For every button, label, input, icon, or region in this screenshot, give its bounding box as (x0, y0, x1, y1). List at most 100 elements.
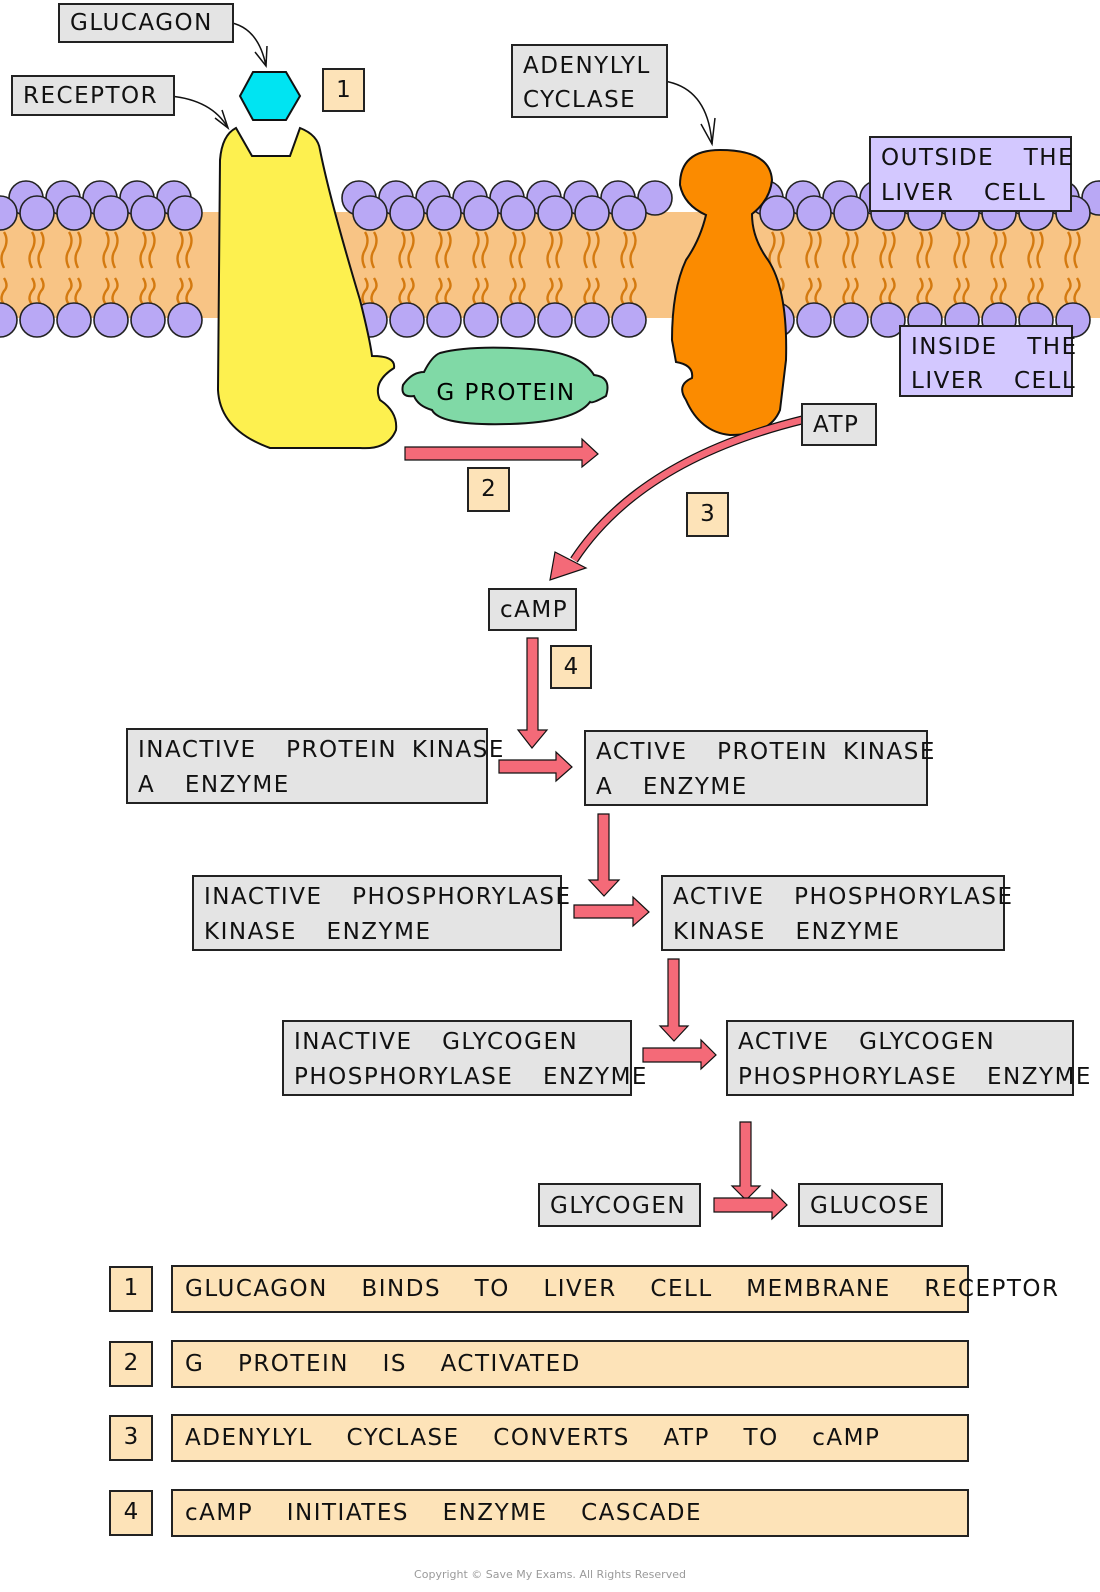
lipid-tail (879, 277, 887, 305)
phospholipid-head (611, 195, 647, 231)
lipid-tail (444, 277, 452, 305)
lipid-tail (518, 277, 526, 305)
lipid-tail (879, 231, 887, 269)
phospholipid-head (426, 195, 462, 231)
lipid-tail (842, 231, 850, 269)
lipid-tail (509, 277, 517, 305)
lipid-tail (185, 277, 193, 305)
glucagon-pointer-head (254, 45, 268, 69)
phospholipid-head (537, 302, 573, 338)
lipid-tail (546, 231, 554, 269)
lipid-tail (111, 277, 119, 305)
lipid-tail (555, 231, 563, 269)
lipid-tail (888, 231, 896, 269)
glucagon-label: GLUCAGON (58, 3, 234, 43)
lipid-tails (0, 231, 1081, 305)
lipid-tail (148, 231, 156, 269)
lipid-tail (509, 231, 517, 269)
lipid-tail (814, 231, 822, 269)
lipid-tail (1027, 277, 1035, 305)
lipid-tail (176, 231, 184, 269)
receptor-pointer (169, 95, 229, 129)
lipid-tail (0, 277, 8, 305)
lipid-tail (916, 277, 924, 305)
lipid-tail (74, 277, 82, 305)
phospholipid-head (0, 302, 18, 338)
inactive-phosphorylase-kinase: INACTIVE PHOSPHORYLASE KINASE ENZYME (192, 875, 570, 951)
phospholipid-head (167, 302, 203, 338)
lipid-tail (805, 277, 813, 305)
step-marker-2: 2 (467, 467, 510, 512)
lipid-tail (37, 277, 45, 305)
cascade-arrows (498, 637, 788, 1221)
phospholipid-head (611, 302, 647, 338)
lipid-tail (398, 277, 406, 305)
atp-to-camp-arrowhead (549, 551, 588, 581)
camp-label: cAMP (488, 588, 577, 631)
lipid-tail (916, 231, 924, 269)
phospholipid-head (796, 195, 832, 231)
lipid-tail (925, 231, 933, 269)
lipid-tail (953, 277, 961, 305)
active-phosphorylase-kinase: ACTIVE PHOSPHORYLASE KINASE ENZYME (661, 875, 1012, 951)
lipid-tail (472, 231, 480, 269)
lipid-tail (398, 231, 406, 269)
lipid-tail (444, 231, 452, 269)
lipid-tail (1064, 277, 1072, 305)
lipid-tail (435, 231, 443, 269)
phospholipid-head (56, 302, 92, 338)
phospholipid-head (574, 195, 610, 231)
adenylyl-pointer (663, 80, 713, 145)
phk-activation-arrow (573, 895, 650, 928)
lipid-tail (592, 277, 600, 305)
lipid-tail (583, 277, 591, 305)
pka-activation-arrow (498, 750, 573, 783)
lipid-tail (435, 277, 443, 305)
adenylyl-cyclase-enzyme (670, 148, 788, 437)
phospholipid-head (463, 195, 499, 231)
lipid-tail (805, 231, 813, 269)
legend-step-number: 2 (109, 1341, 153, 1387)
lipid-tail (583, 231, 591, 269)
lipid-tail (472, 277, 480, 305)
lipid-tail (139, 231, 147, 269)
lipid-tail (546, 277, 554, 305)
receptor-pointer-head (214, 109, 230, 131)
adenylyl-pointer-head (700, 117, 716, 147)
lipid-tail (370, 277, 378, 305)
lipid-tail (620, 231, 628, 269)
lipid-tail (481, 231, 489, 269)
lipid-tail (65, 277, 73, 305)
atp-label: ATP (801, 403, 877, 446)
lipid-tail (925, 277, 933, 305)
lipid-tail (407, 231, 415, 269)
legend-step-text: ADENYLYL CYCLASE CONVERTS ATP TO cAMP (171, 1414, 969, 1462)
phospholipid-head (500, 302, 536, 338)
step-marker-4: 4 (550, 645, 592, 689)
lipid-tail (370, 231, 378, 269)
lipid-tail (481, 277, 489, 305)
phospholipid-head (130, 195, 166, 231)
step-marker-3: 3 (686, 492, 729, 537)
lipid-tail (1073, 231, 1081, 269)
lipid-tail (28, 231, 36, 269)
phospholipid-head (426, 302, 462, 338)
phospholipid-head (463, 302, 499, 338)
lipid-tail (620, 277, 628, 305)
lipid-tail (555, 277, 563, 305)
legend-step-number: 1 (109, 1266, 153, 1312)
legend-step-number: 4 (109, 1490, 153, 1536)
lipid-tail (962, 277, 970, 305)
glucagon-receptor (216, 126, 398, 450)
lipid-tail (814, 277, 822, 305)
lipid-tail (102, 277, 110, 305)
legend-step-text: GLUCAGON BINDS TO LIVER CELL MEMBRANE RE… (171, 1265, 1058, 1313)
lipid-tail (888, 277, 896, 305)
lipid-tail (999, 277, 1007, 305)
lipid-tail (361, 277, 369, 305)
legend-step-text: cAMP INITIATES ENZYME CASCADE (171, 1489, 969, 1537)
lipid-tail (592, 231, 600, 269)
gp-down-arrow (730, 1121, 762, 1201)
phospholipid-head (759, 195, 795, 231)
glucagon-molecule (238, 71, 302, 121)
